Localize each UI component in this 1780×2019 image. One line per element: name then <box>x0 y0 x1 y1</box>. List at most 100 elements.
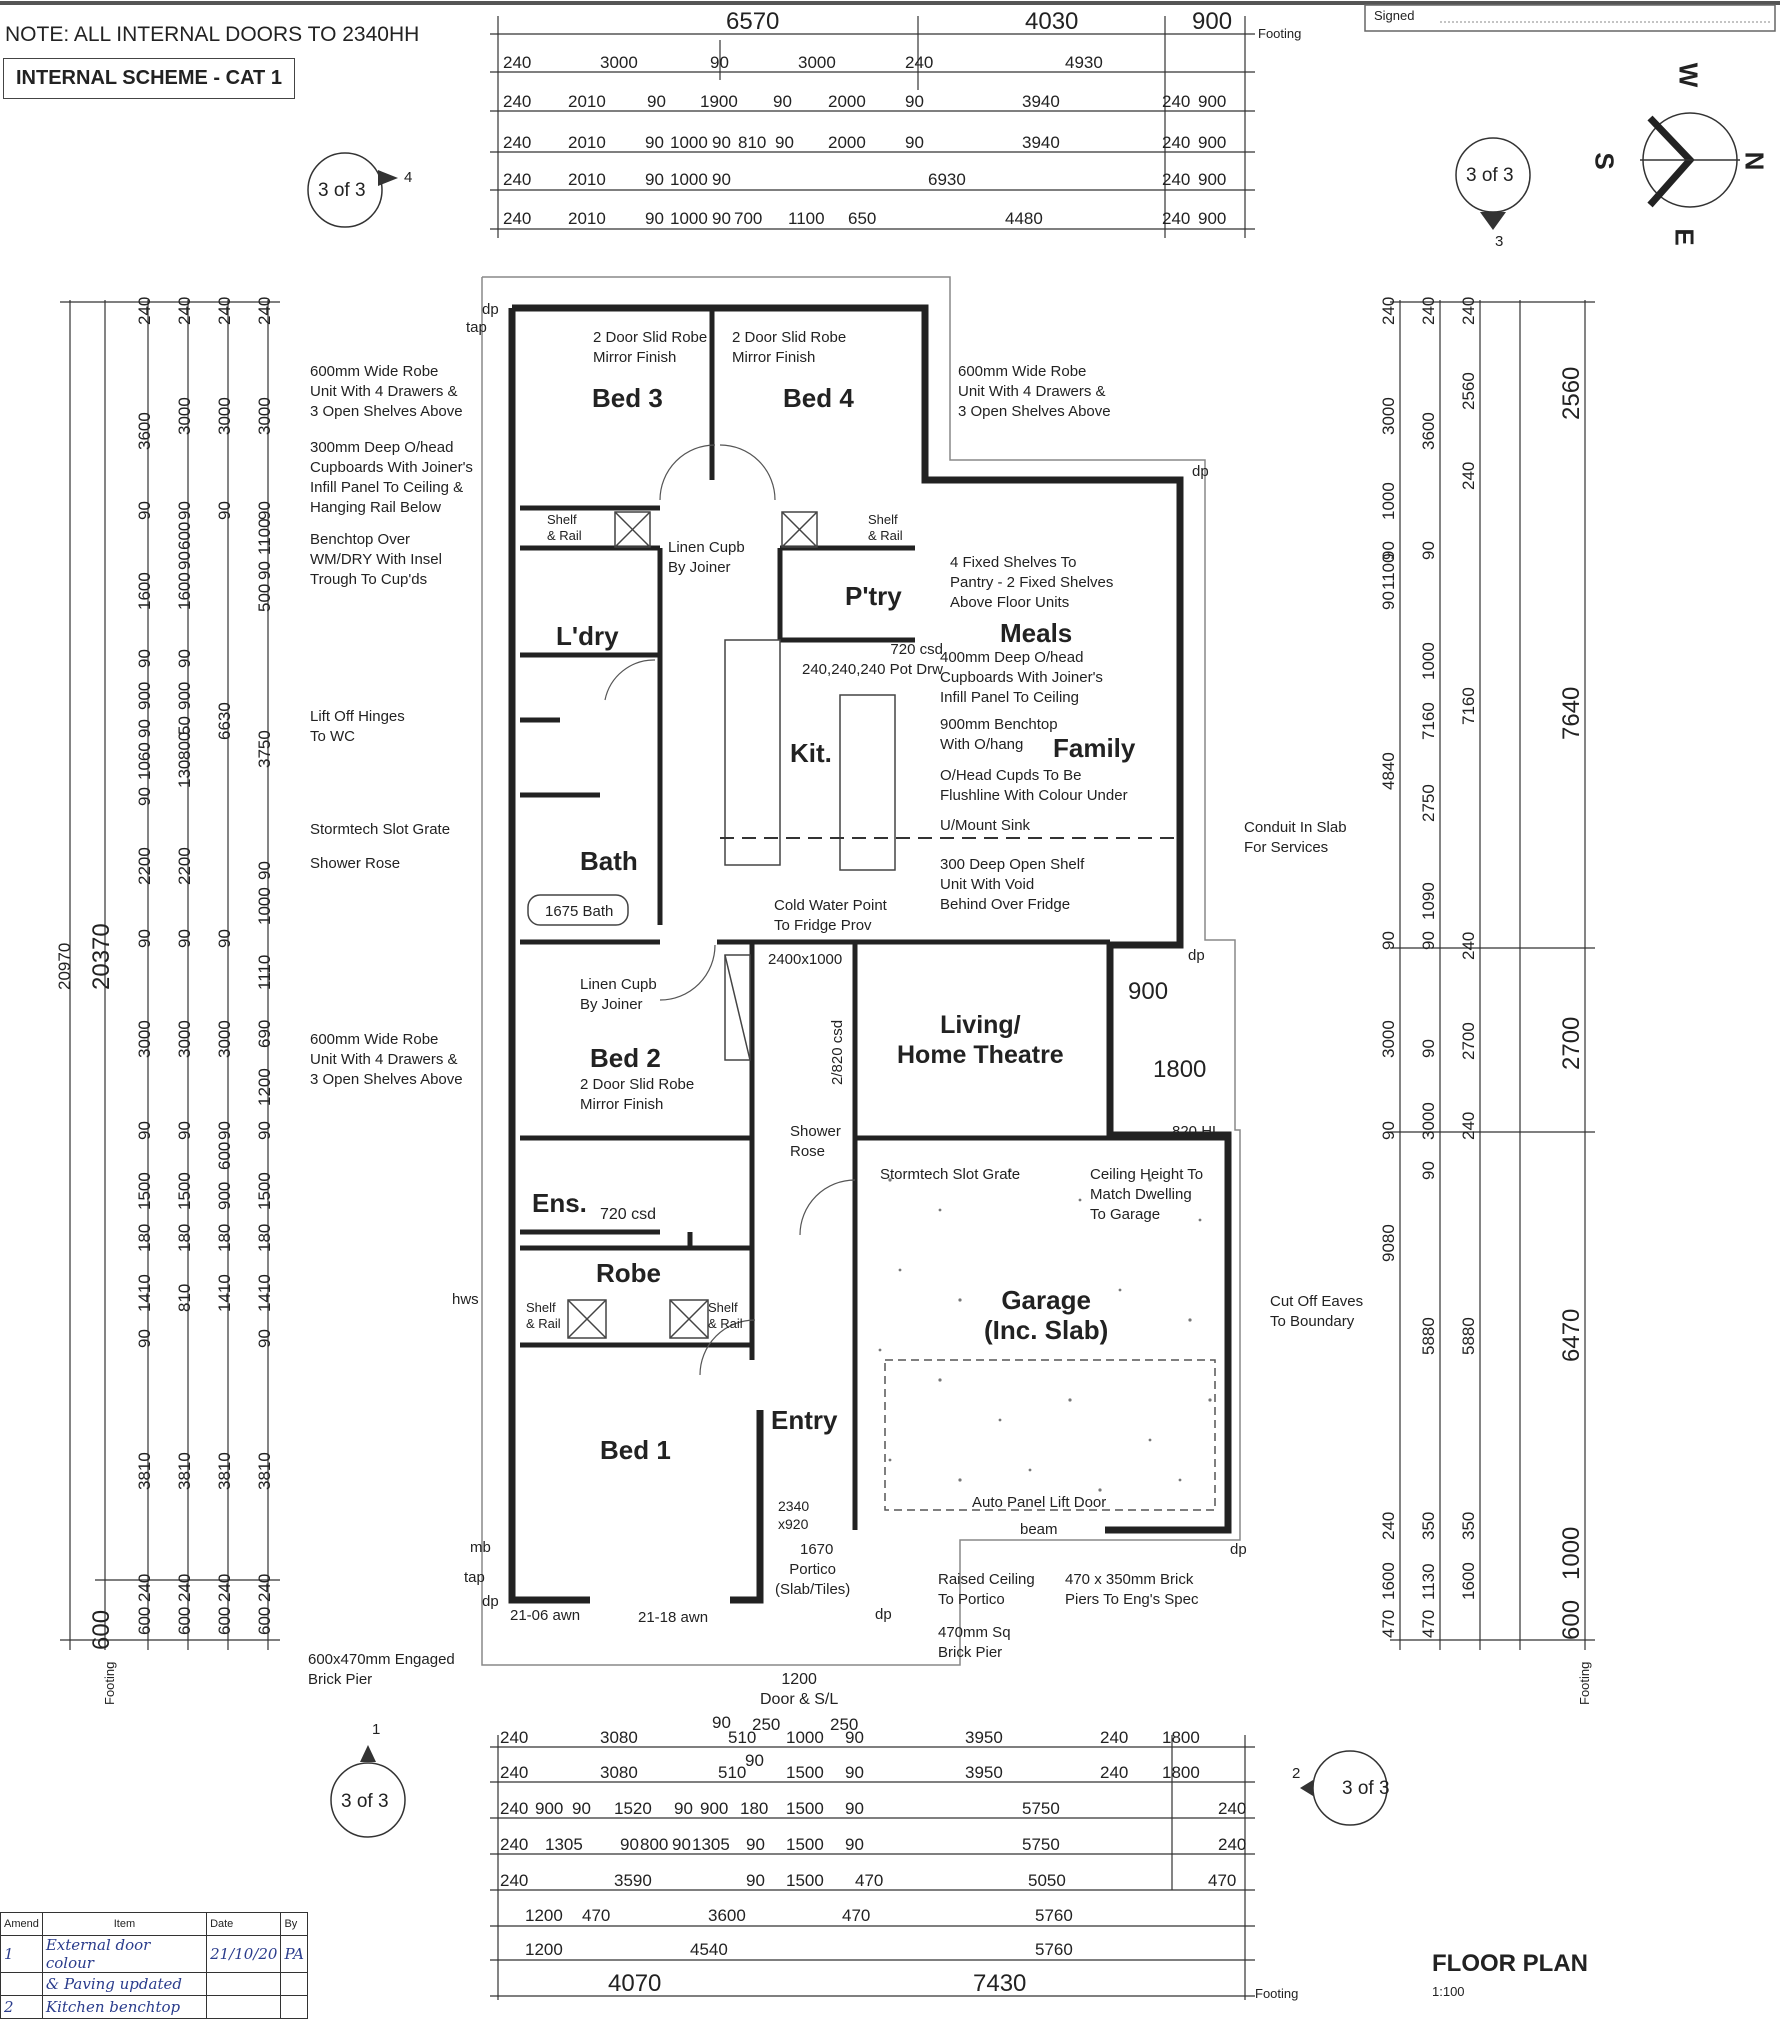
dim-left: 1410 <box>215 1274 234 1312</box>
downpipe-note: dp <box>482 301 499 318</box>
dim-left-overall: 600 <box>88 1609 115 1650</box>
dim-top: 2010 <box>568 209 606 228</box>
dim-right: 350 <box>1459 1511 1478 1540</box>
dim-bottom: 90 <box>745 1751 764 1770</box>
dim-left: 90 <box>215 1121 234 1140</box>
dim-left: 500 <box>255 583 274 612</box>
dim-left: 1500 <box>175 1172 194 1210</box>
dim-bottom: 90 <box>845 1728 864 1747</box>
dim-left: 130 <box>175 759 194 788</box>
dim-left: 90 <box>135 1329 154 1348</box>
dim-top: 1100 <box>788 209 825 228</box>
dim-bottom: 3080 <box>600 1763 638 1782</box>
dim-top: 1000 <box>670 209 708 228</box>
dim-bottom: 5750 <box>1022 1799 1060 1818</box>
dim-left-overall: 20370 <box>88 923 115 990</box>
dim-left: 240 <box>175 296 194 325</box>
compass-south: S <box>1589 152 1620 170</box>
dim-top: 3940 <box>1022 133 1060 152</box>
dim-bottom-footing: Footing <box>1255 1986 1299 2001</box>
right-note: 300 Deep Open Shelf Unit With Void Behin… <box>940 856 1085 913</box>
rev-cell <box>0 1972 43 1996</box>
rev-cell <box>206 1972 282 1996</box>
dim-left: 90 <box>255 861 274 880</box>
downpipe-note: dp <box>875 1606 892 1623</box>
right-note: U/Mount Sink <box>940 817 1031 834</box>
room-bed3: Bed 3 <box>592 383 663 413</box>
right-note: 600mm Wide Robe Unit With 4 Drawers & 3 … <box>958 363 1111 420</box>
downpipe-note: dp <box>1192 463 1209 480</box>
dim-left: 1500 <box>255 1172 274 1210</box>
dim-bottom: 1305 <box>545 1835 583 1854</box>
dim-right: 240 <box>1379 1511 1398 1540</box>
dim-left: 1200 <box>255 1068 274 1106</box>
dim-left: 900 <box>215 1181 234 1210</box>
dim-left: 3810 <box>175 1452 194 1490</box>
dim-top: 90 <box>773 92 792 111</box>
dim-left: 1000 <box>255 887 274 925</box>
dim-top: 900 <box>1192 8 1233 35</box>
dim-bottom-overall: 4070 <box>608 1970 662 1997</box>
dim-left: 1060 <box>135 742 154 780</box>
dim-bottom: 5750 <box>1022 1835 1060 1854</box>
dim-left: 900 <box>175 681 194 710</box>
dim-top: 240 <box>905 53 934 72</box>
dim-left: 90 <box>255 1329 274 1348</box>
dim-right-overall: 7640 <box>1558 686 1585 740</box>
dim-top: 240 <box>503 209 532 228</box>
room-entry: Entry <box>771 1405 838 1435</box>
dim-bottom: 250 <box>752 1715 781 1734</box>
rev-header: Amend <box>0 1912 43 1936</box>
dim-bottom: 90 <box>845 1799 864 1818</box>
dim-left: 90 <box>135 719 154 738</box>
dim-left: 1410 <box>135 1274 154 1312</box>
window-width-1800: 1800 <box>1153 1056 1207 1083</box>
plan-title: FLOOR PLAN <box>1432 1950 1588 1977</box>
section-marker-label: 3 of 3 <box>1342 1778 1390 1799</box>
dim-right: 90 <box>1419 1039 1438 1058</box>
shelf-rail-note: Shelf & Rail <box>708 1300 743 1331</box>
dim-left: 3000 <box>175 397 194 435</box>
dim-bottom: 3950 <box>965 1763 1003 1782</box>
compass-west: W <box>1673 62 1704 88</box>
dim-bottom: 1500 <box>786 1763 824 1782</box>
dim-top: 90 <box>710 53 729 72</box>
bath-size-note: 1675 Bath <box>545 903 614 920</box>
dim-left: 90 <box>135 501 154 520</box>
dim-left: 90 <box>255 1121 274 1140</box>
dim-top: 6930 <box>928 170 966 189</box>
rev-cell: External door colour <box>41 1935 208 1973</box>
dim-right: 7160 <box>1419 702 1438 740</box>
robe-note: 2 Door Slid Robe Mirror Finish <box>593 329 708 366</box>
dim-bottom: 90 <box>845 1835 864 1854</box>
dim-right-overall: 2560 <box>1558 366 1585 420</box>
dim-left: 1600 <box>175 572 194 610</box>
dim-bottom: 900 <box>700 1799 729 1818</box>
linen-note: Linen Cupb By Joiner <box>580 976 657 1013</box>
tap-note: tap <box>466 319 487 336</box>
dim-top: 2010 <box>568 133 606 152</box>
dim-bottom: 1305 <box>692 1835 730 1854</box>
compass-east: E <box>1669 228 1700 246</box>
dim-left: 90 <box>175 551 194 570</box>
dim-top: 2010 <box>568 92 606 111</box>
dim-bottom-overall: 7430 <box>973 1970 1027 1997</box>
dim-bottom: 90 <box>672 1835 691 1854</box>
dim-left: 90 <box>175 1121 194 1140</box>
dim-right: 90 <box>1379 591 1398 610</box>
rev-cell: 1 <box>0 1935 43 1973</box>
dim-right: 1000 <box>1419 642 1438 680</box>
dim-1670: 1670 <box>800 1541 834 1558</box>
revisions-row: 1 External door colour 21/10/20 PA <box>0 1935 308 1973</box>
dim-right: 3600 <box>1419 412 1438 450</box>
dim-right: 3000 <box>1379 1020 1398 1058</box>
dim-top: 90 <box>905 92 924 111</box>
dim-bottom: 240 <box>1218 1835 1247 1854</box>
left-note: Shower Rose <box>310 855 401 872</box>
dim-top: 90 <box>645 209 664 228</box>
dim-bottom: 470 <box>842 1906 871 1925</box>
dim-top: 90 <box>712 133 731 152</box>
section-marker-label: 3 of 3 <box>1466 165 1514 186</box>
dim-left: 600 <box>175 1606 194 1635</box>
dim-top: 90 <box>647 92 666 111</box>
